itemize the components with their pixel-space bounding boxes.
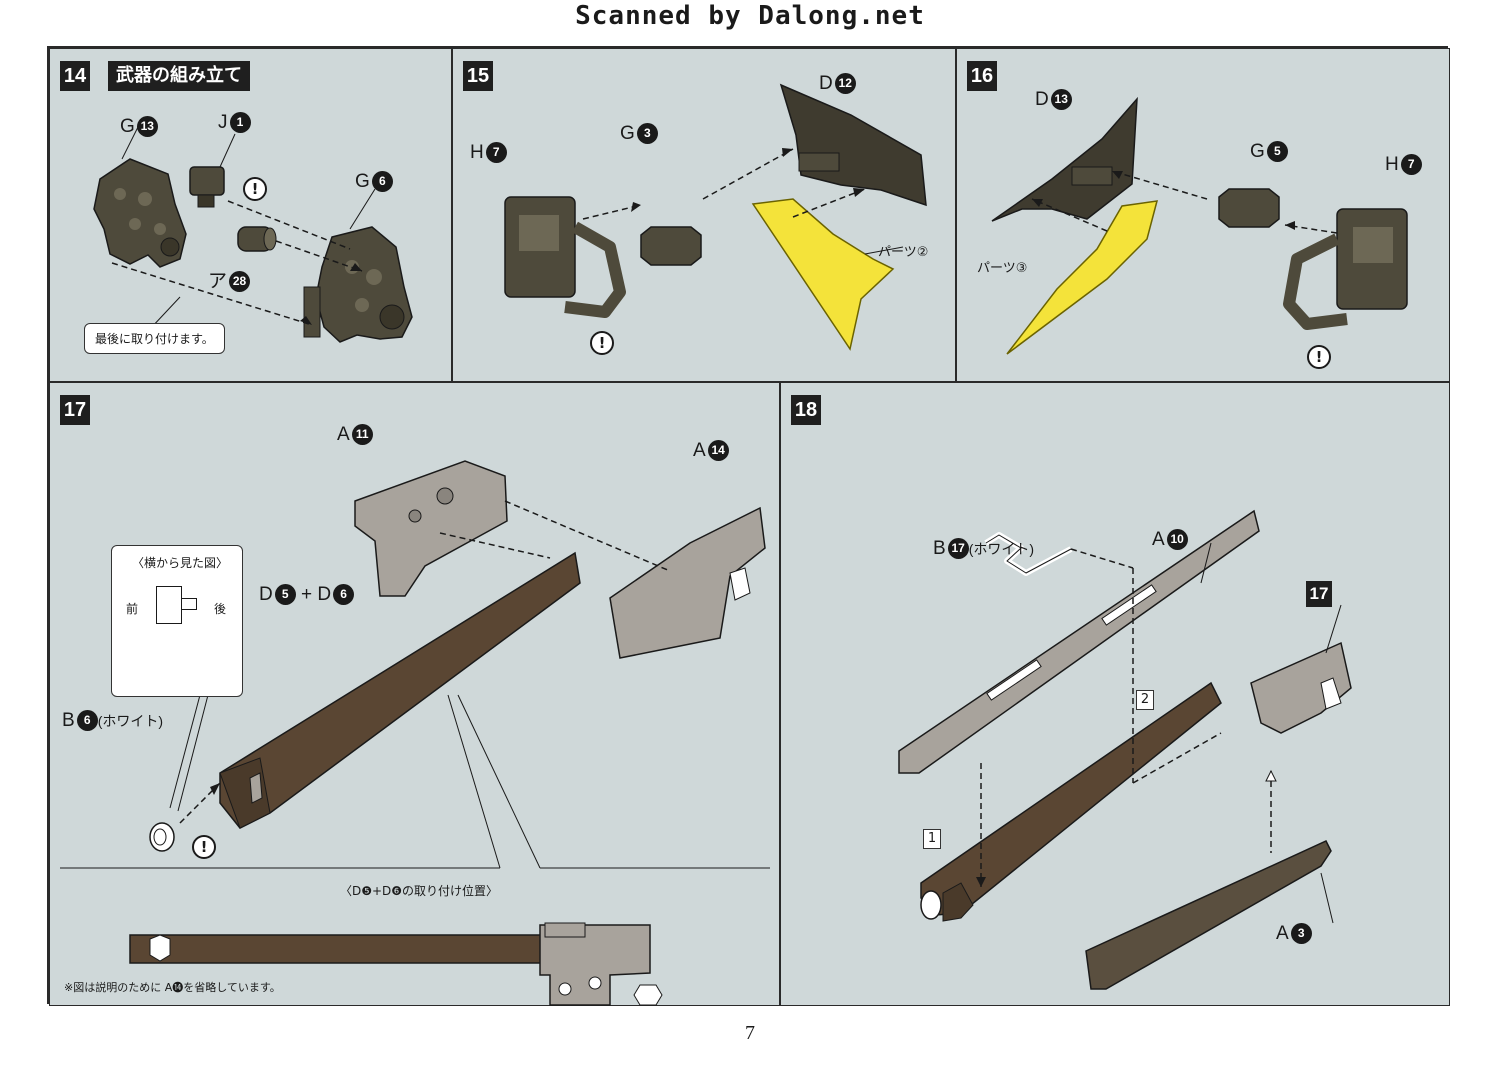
scan-watermark: Scanned by Dalong.net <box>575 1 925 31</box>
part-b6 <box>149 822 175 852</box>
footnote: ※図は説明のために A⓮を省略しています。 <box>64 981 281 994</box>
part-label: パーツ③ <box>977 261 1028 276</box>
step-16-drawing <box>991 96 1408 355</box>
part-assembled-17 <box>920 641 1352 922</box>
step-number: 14 <box>60 61 90 91</box>
step-15-drawing <box>504 83 927 351</box>
barrel-position-view <box>129 922 663 1006</box>
part-label: パーツ② <box>878 245 929 260</box>
part-a11 <box>354 460 508 597</box>
side-view-shape <box>156 586 182 624</box>
step-18-drawing <box>898 509 1352 990</box>
step-number: 18 <box>791 395 821 425</box>
position-caption: 〈D❺+D❻の取り付け位置〉 <box>340 884 499 898</box>
part-j1 <box>189 166 225 208</box>
part-d12 <box>779 83 927 207</box>
side-view-tab <box>181 598 197 610</box>
part-2-yellow <box>751 198 895 351</box>
caution-icon: ! <box>192 835 216 859</box>
part-g13 <box>93 158 187 268</box>
part-a3 <box>1085 840 1332 990</box>
order-mark-1: 1 <box>923 829 941 849</box>
step-17-drawing <box>60 460 770 1006</box>
side-view-title: 〈横から見た図〉 <box>132 556 229 570</box>
reference-step-17: 17 <box>1306 581 1332 607</box>
step-number: 15 <box>463 61 493 91</box>
step-14-panel: 14 武器の組み立て <box>49 48 452 382</box>
section-title: 武器の組み立て <box>108 61 250 91</box>
part-a14 <box>609 506 766 659</box>
assembly-note: 最後に取り付けます。 <box>84 323 225 354</box>
part-a28 <box>237 226 277 252</box>
part-g5 <box>1218 188 1280 228</box>
side-view-back: 後 <box>214 602 227 616</box>
part-g6 <box>303 226 413 343</box>
step-18-panel: 18 <box>780 382 1450 1006</box>
side-view-box: 〈横から見た図〉 前 後 <box>111 545 243 697</box>
part-a10 <box>898 509 1260 774</box>
side-view-front: 前 <box>126 602 139 616</box>
step-14-drawing <box>93 126 413 343</box>
part-g3 <box>640 226 702 266</box>
part-d5-d6-barrel <box>219 551 581 829</box>
part-h7 <box>504 196 626 318</box>
page-number: 7 <box>745 1022 755 1044</box>
caution-icon: ! <box>243 177 267 201</box>
step-17-panel: 17 <box>49 382 780 1006</box>
part-h7 <box>1283 208 1408 330</box>
part-3-yellow <box>1006 200 1159 355</box>
caution-icon: ! <box>590 331 614 355</box>
order-mark-2: 2 <box>1136 690 1154 710</box>
step-number: 17 <box>60 395 90 425</box>
part-d13 <box>991 96 1138 222</box>
step-number: 16 <box>967 61 997 91</box>
caution-icon: ! <box>1307 345 1331 369</box>
instruction-sheet: 14 武器の組み立て <box>47 46 1450 1006</box>
